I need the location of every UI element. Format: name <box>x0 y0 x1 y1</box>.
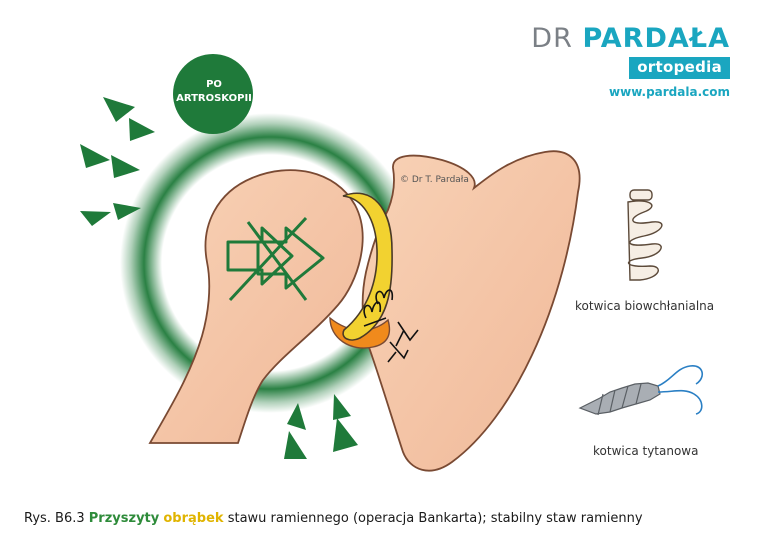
post-arthroscopy-badge <box>173 54 253 134</box>
green-triangle-arrow-icon <box>80 97 358 459</box>
badge-line2: ARTROSKOPII <box>176 93 252 104</box>
brand-badge: ortopedia <box>629 57 730 79</box>
bioabsorbable-anchor-icon <box>627 189 663 281</box>
caption-rest: stawu ramiennego (operacja Bankarta); st… <box>223 511 643 526</box>
caption-prefix: Rys. B6.3 <box>24 511 89 526</box>
suture-knots <box>363 289 419 363</box>
brand-name: PARDAŁA <box>582 23 730 54</box>
scapula-bone <box>361 150 581 472</box>
brand-prefix: DR <box>531 23 573 54</box>
caption-labrum: obrąbek <box>163 511 224 526</box>
titanium-anchor-label: kotwica tytanowa <box>593 444 699 458</box>
copyright-text: © Dr T. Pardała <box>400 175 469 185</box>
brand-logo: DR PARDAŁA ortopedia www.pardala.com <box>530 24 730 99</box>
titanium-anchor-icon <box>578 365 703 416</box>
crossed-out-double-arrow-icon <box>226 216 325 302</box>
figure-caption: Rys. B6.3 Przyszyty obrąbek stawu ramien… <box>24 511 643 526</box>
humerus-bone <box>148 169 364 444</box>
badge-line1: PO <box>206 79 222 90</box>
brand-url[interactable]: www.pardala.com <box>609 85 730 99</box>
caption-sutured: Przyszyty <box>88 511 160 526</box>
post-arthroscopy-label: PO ARTROSKOPII <box>172 78 256 106</box>
bioabsorbable-anchor-label: kotwica biowchłanialna <box>575 299 715 313</box>
